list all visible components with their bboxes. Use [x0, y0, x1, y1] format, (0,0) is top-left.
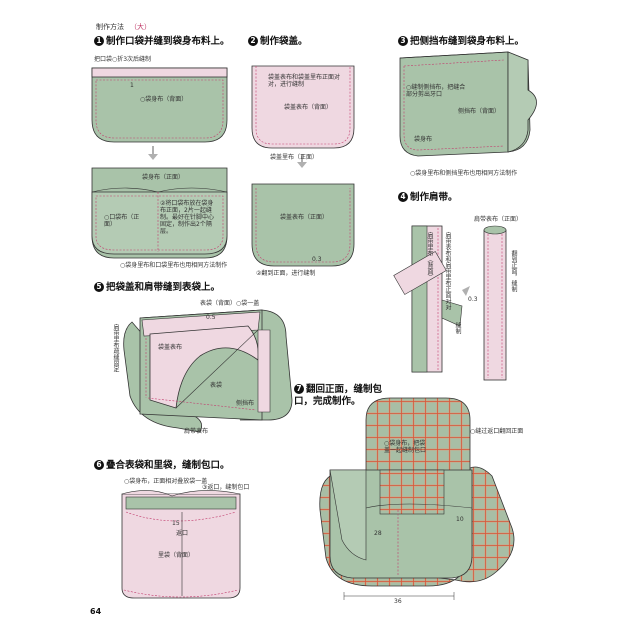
label: 15 [172, 520, 180, 527]
arrow-down-icon [148, 146, 158, 160]
label: 肩带表布（正面） [474, 216, 523, 223]
page-number: 64 [90, 607, 102, 616]
label: 袋身布（正面） [142, 174, 185, 181]
header-size: （大） [130, 23, 151, 31]
label: 袋盖里布（正面） [270, 154, 319, 161]
label: 表袋 [210, 382, 223, 389]
label: 肩带表布和肩带里布正面对对 [444, 232, 451, 310]
step5-bag [123, 309, 293, 433]
label: 袋身布 [414, 136, 433, 143]
step7-bag [319, 397, 515, 600]
label: 1 [130, 82, 134, 89]
step2-flap-bottom [251, 183, 355, 267]
label: 侧挡布 [236, 400, 255, 407]
step1-body-top [91, 67, 228, 143]
label: 侧挡布（背面） [458, 108, 501, 115]
label: ○袋身布，正面相对叠放袋一盖 [124, 478, 208, 485]
label: 肩带里布疏缝固定 [112, 324, 119, 372]
label: 袋盖表布（正面） [280, 214, 329, 221]
label: 把口袋○折3次后缝制 [94, 56, 152, 63]
label: 肩带表布 [184, 428, 209, 435]
step1-body-bottom [91, 167, 228, 259]
label: 袋盖表布和袋盖里布正面对对，进行缝制 [268, 74, 341, 88]
label: 0.3 [468, 296, 478, 303]
step2-flap-top [251, 65, 355, 149]
label: 袋盖表布（背面） [284, 104, 333, 111]
step3-bag [399, 51, 537, 157]
label: 36 [394, 598, 402, 605]
label: ②翻到正面，进行缝制 [256, 270, 316, 277]
label: 肩带里布（背面） [426, 232, 433, 280]
header-title: 制作方法 [96, 23, 124, 31]
label: ○口袋布（正面） [104, 214, 140, 228]
label: ○袋身布（背面） [140, 96, 188, 103]
page-header: 制作方法 （大） [96, 22, 151, 32]
label: 缝制 [454, 322, 461, 334]
label: ○缝制侧挡布，把缝合部分剪出牙口 [406, 84, 466, 98]
label: 10 [456, 516, 464, 523]
label: 28 [374, 530, 382, 537]
step6-lining [121, 490, 241, 599]
label: ○缝过返口翻回正面 [470, 428, 524, 435]
label: ○袋身里布和侧挡里布也用相同方法制作 [410, 170, 518, 177]
label: ③返口，缝制包口 [202, 484, 250, 491]
label: ○袋身布，把袋盖一起缝制包口 [384, 440, 427, 454]
label: ○袋身里布和口袋里布也用相同方法制作 [120, 262, 228, 269]
arrow-down-icon [297, 154, 307, 168]
label: 0.3 [312, 256, 322, 263]
step4-straps [393, 225, 507, 381]
label: 里袋（背面） [158, 552, 195, 559]
label: 表袋（背面）○袋一盖 [200, 300, 260, 307]
label: 返口 [176, 530, 189, 537]
label: 袋盖表布 [158, 344, 183, 351]
label: 0.5 [206, 314, 216, 321]
label: ②将口袋布放在袋身布正面，2片一起缝制。最好在针脚中心固定，制作出2个隔层。 [160, 200, 215, 235]
label: 翻到正面，缝制 [510, 250, 517, 292]
